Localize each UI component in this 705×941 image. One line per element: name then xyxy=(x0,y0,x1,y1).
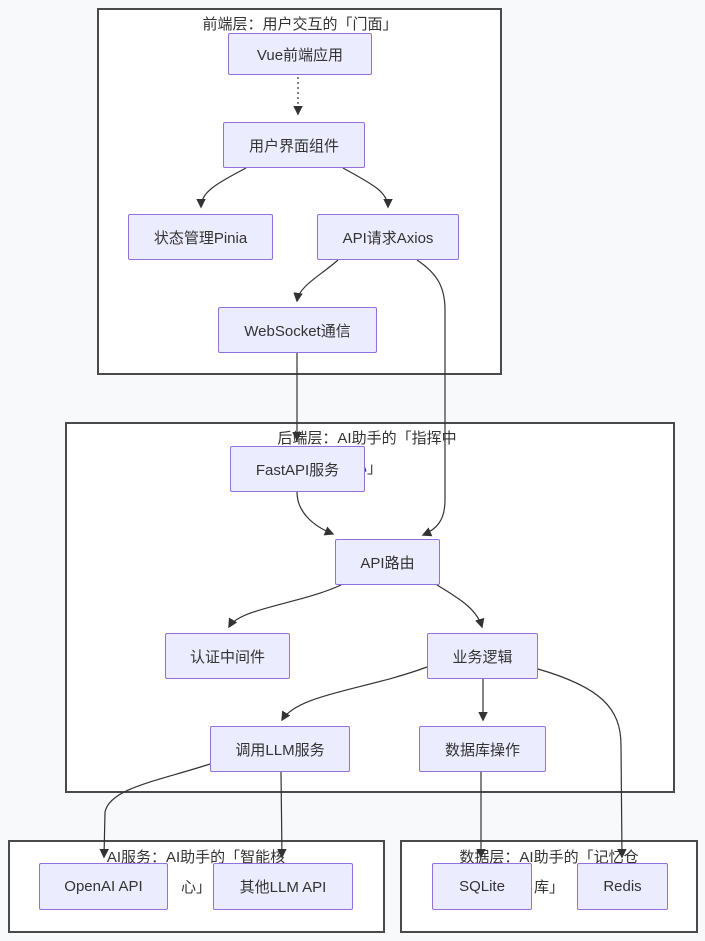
node-auth-middleware: 认证中间件 xyxy=(165,633,290,679)
node-api-request-axios: API请求Axios xyxy=(317,214,459,260)
node-fastapi-service: FastAPI服务 xyxy=(230,446,365,492)
node-websocket-communication: WebSocket通信 xyxy=(218,307,377,353)
node-sqlite-label: SQLite xyxy=(459,878,505,895)
node-api-router: API路由 xyxy=(335,539,440,585)
group-frontend-title: 前端层：用户交互的「门面」 xyxy=(150,10,450,40)
node-call-llm-service: 调用LLM服务 xyxy=(210,726,350,772)
node-redis-label: Redis xyxy=(603,878,642,895)
node-business-logic: 业务逻辑 xyxy=(427,633,538,679)
node-database-operations: 数据库操作 xyxy=(419,726,546,772)
node-auth-middleware-label: 认证中间件 xyxy=(189,648,265,666)
group-backend-title-line1: 后端层：AI助手的「指挥中 xyxy=(277,430,457,447)
node-other-llm-api-label: 其他LLM API xyxy=(239,879,327,896)
node-sqlite: SQLite xyxy=(432,863,532,910)
group-ai-services-title-line2: 心」 xyxy=(180,879,211,896)
node-database-operations-label: 数据库操作 xyxy=(444,741,520,759)
node-api-request-axios-label: API请求Axios xyxy=(342,229,434,247)
node-redis: Redis xyxy=(577,863,668,910)
node-websocket-communication-label: WebSocket通信 xyxy=(244,322,351,340)
node-api-router-label: API路由 xyxy=(360,554,415,572)
node-vue-frontend-app-label: Vue前端应用 xyxy=(256,46,344,64)
group-data-layer-title-line2: 库」 xyxy=(533,879,564,896)
group-frontend-title-line1: 前端层：用户交互的「门面」 xyxy=(202,16,398,33)
node-openai-api: OpenAI API xyxy=(39,863,168,910)
node-state-management-pinia: 状态管理Pinia xyxy=(128,214,273,260)
node-other-llm-api: 其他LLM API xyxy=(213,863,353,910)
node-call-llm-service-label: 调用LLM服务 xyxy=(235,741,325,759)
node-business-logic-label: 业务逻辑 xyxy=(452,648,513,666)
node-ui-components-label: 用户界面组件 xyxy=(248,137,339,155)
node-fastapi-service-label: FastAPI服务 xyxy=(255,461,340,479)
node-state-management-pinia-label: 状态管理Pinia xyxy=(153,229,248,247)
node-vue-frontend-app: Vue前端应用 xyxy=(228,33,372,75)
node-openai-api-label: OpenAI API xyxy=(64,878,143,895)
node-ui-components: 用户界面组件 xyxy=(223,122,365,168)
